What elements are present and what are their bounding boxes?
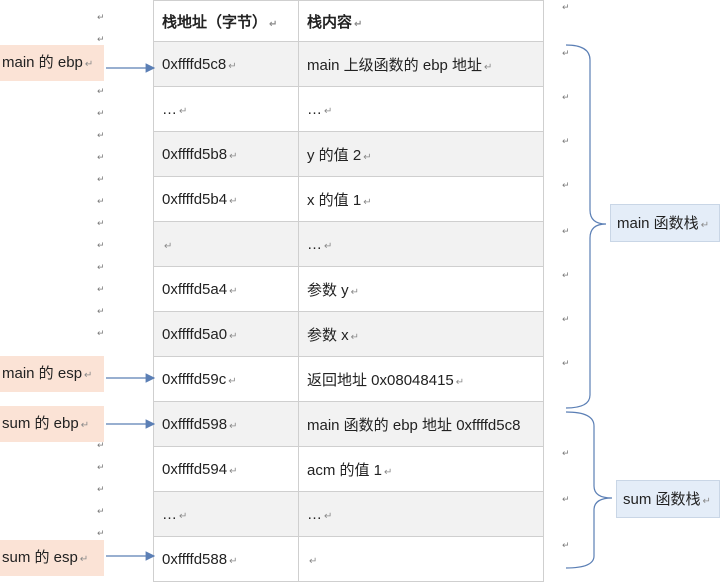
paragraph-mark: ↵ xyxy=(97,440,105,450)
address-cell: 0xffffd594↵ xyxy=(153,446,299,492)
content-cell: main 函数的 ebp 地址 0xffffd5c8 xyxy=(298,401,544,447)
paragraph-mark: ↵ xyxy=(562,494,570,504)
paragraph-mark: ↵ xyxy=(562,226,570,236)
table-header-row: 栈地址（字节）↵ 栈内容↵ xyxy=(153,0,544,42)
paragraph-mark: ↵ xyxy=(97,130,105,140)
content-cell: acm 的值 1↵ xyxy=(298,446,544,492)
main-frame-brace xyxy=(565,44,607,409)
table-row: …↵ …↵ xyxy=(153,86,544,132)
paragraph-mark: ↵ xyxy=(97,306,105,316)
main-frame-label: main 函数栈↵ xyxy=(610,204,720,242)
content-cell: …↵ xyxy=(298,86,544,132)
address-cell: 0xffffd5b8↵ xyxy=(153,131,299,177)
paragraph-mark: ↵ xyxy=(97,86,105,96)
table-row: 0xffffd598↵ main 函数的 ebp 地址 0xffffd5c8 xyxy=(153,401,544,447)
table-row: 0xffffd5a0↵ 参数 x↵ xyxy=(153,311,544,357)
paragraph-mark: ↵ xyxy=(97,462,105,472)
address-cell: ↵ xyxy=(153,221,299,267)
paragraph-mark: ↵ xyxy=(562,92,570,102)
stack-table: 栈地址（字节）↵ 栈内容↵ 0xffffd5c8↵ main 上级函数的 ebp… xyxy=(153,0,544,582)
paragraph-mark: ↵ xyxy=(97,34,105,44)
table-row: …↵ …↵ xyxy=(153,491,544,537)
content-column-header: 栈内容↵ xyxy=(298,0,544,42)
left-paragraph-marks: ↵ ↵ ↵ ↵ ↵ ↵ ↵ ↵ ↵ ↵ ↵ ↵ ↵ ↵ ↵ ↵ ↵ ↵ ↵ xyxy=(97,0,107,575)
paragraph-mark: ↵ xyxy=(562,48,570,58)
address-cell: …↵ xyxy=(153,86,299,132)
content-cell: y 的值 2↵ xyxy=(298,131,544,177)
address-cell: 0xffffd5a0↵ xyxy=(153,311,299,357)
paragraph-mark: ↵ xyxy=(97,528,105,538)
address-column-header: 栈地址（字节）↵ xyxy=(153,0,299,42)
paragraph-mark: ↵ xyxy=(97,240,105,250)
paragraph-mark: ↵ xyxy=(562,180,570,190)
content-cell: main 上级函数的 ebp 地址↵ xyxy=(298,41,544,87)
paragraph-mark: ↵ xyxy=(97,174,105,184)
content-cell: 参数 x↵ xyxy=(298,311,544,357)
sum-esp-label: sum 的 esp↵ xyxy=(0,540,104,576)
sum-frame-brace xyxy=(565,411,613,569)
paragraph-mark: ↵ xyxy=(97,196,105,206)
table-row: 0xffffd594↵ acm 的值 1↵ xyxy=(153,446,544,492)
main-ebp-label: main 的 ebp↵ xyxy=(0,45,104,81)
table-row: 0xffffd5b4↵ x 的值 1↵ xyxy=(153,176,544,222)
paragraph-mark: ↵ xyxy=(97,284,105,294)
right-paragraph-marks: ↵ ↵ ↵ ↵ ↵ ↵ ↵ ↵ ↵ ↵ ↵ ↵ xyxy=(562,0,572,575)
address-cell: 0xffffd5b4↵ xyxy=(153,176,299,222)
paragraph-mark: ↵ xyxy=(562,358,570,368)
table-row: 0xffffd5b8↵ y 的值 2↵ xyxy=(153,131,544,177)
table-row: 0xffffd5c8↵ main 上级函数的 ebp 地址↵ xyxy=(153,41,544,87)
paragraph-mark: ↵ xyxy=(562,2,570,12)
paragraph-mark: ↵ xyxy=(97,152,105,162)
address-cell: 0xffffd598↵ xyxy=(153,401,299,447)
address-cell: 0xffffd588↵ xyxy=(153,536,299,582)
paragraph-mark: ↵ xyxy=(97,218,105,228)
paragraph-mark: ↵ xyxy=(562,270,570,280)
paragraph-mark: ↵ xyxy=(97,262,105,272)
table-row: 0xffffd5a4↵ 参数 y↵ xyxy=(153,266,544,312)
sum-ebp-label: sum 的 ebp↵ xyxy=(0,406,104,442)
table-row: 0xffffd588↵ ↵ xyxy=(153,536,544,582)
content-cell: x 的值 1↵ xyxy=(298,176,544,222)
paragraph-mark: ↵ xyxy=(97,108,105,118)
content-cell: …↵ xyxy=(298,491,544,537)
address-cell: 0xffffd5c8↵ xyxy=(153,41,299,87)
paragraph-mark: ↵ xyxy=(97,328,105,338)
paragraph-mark: ↵ xyxy=(97,12,105,22)
paragraph-mark: ↵ xyxy=(562,448,570,458)
paragraph-mark: ↵ xyxy=(97,484,105,494)
paragraph-mark: ↵ xyxy=(97,506,105,516)
paragraph-mark: ↵ xyxy=(562,314,570,324)
sum-frame-label: sum 函数栈↵ xyxy=(616,480,720,518)
paragraph-mark: ↵ xyxy=(562,136,570,146)
main-esp-label: main 的 esp↵ xyxy=(0,356,104,392)
paragraph-mark: ↵ xyxy=(562,540,570,550)
